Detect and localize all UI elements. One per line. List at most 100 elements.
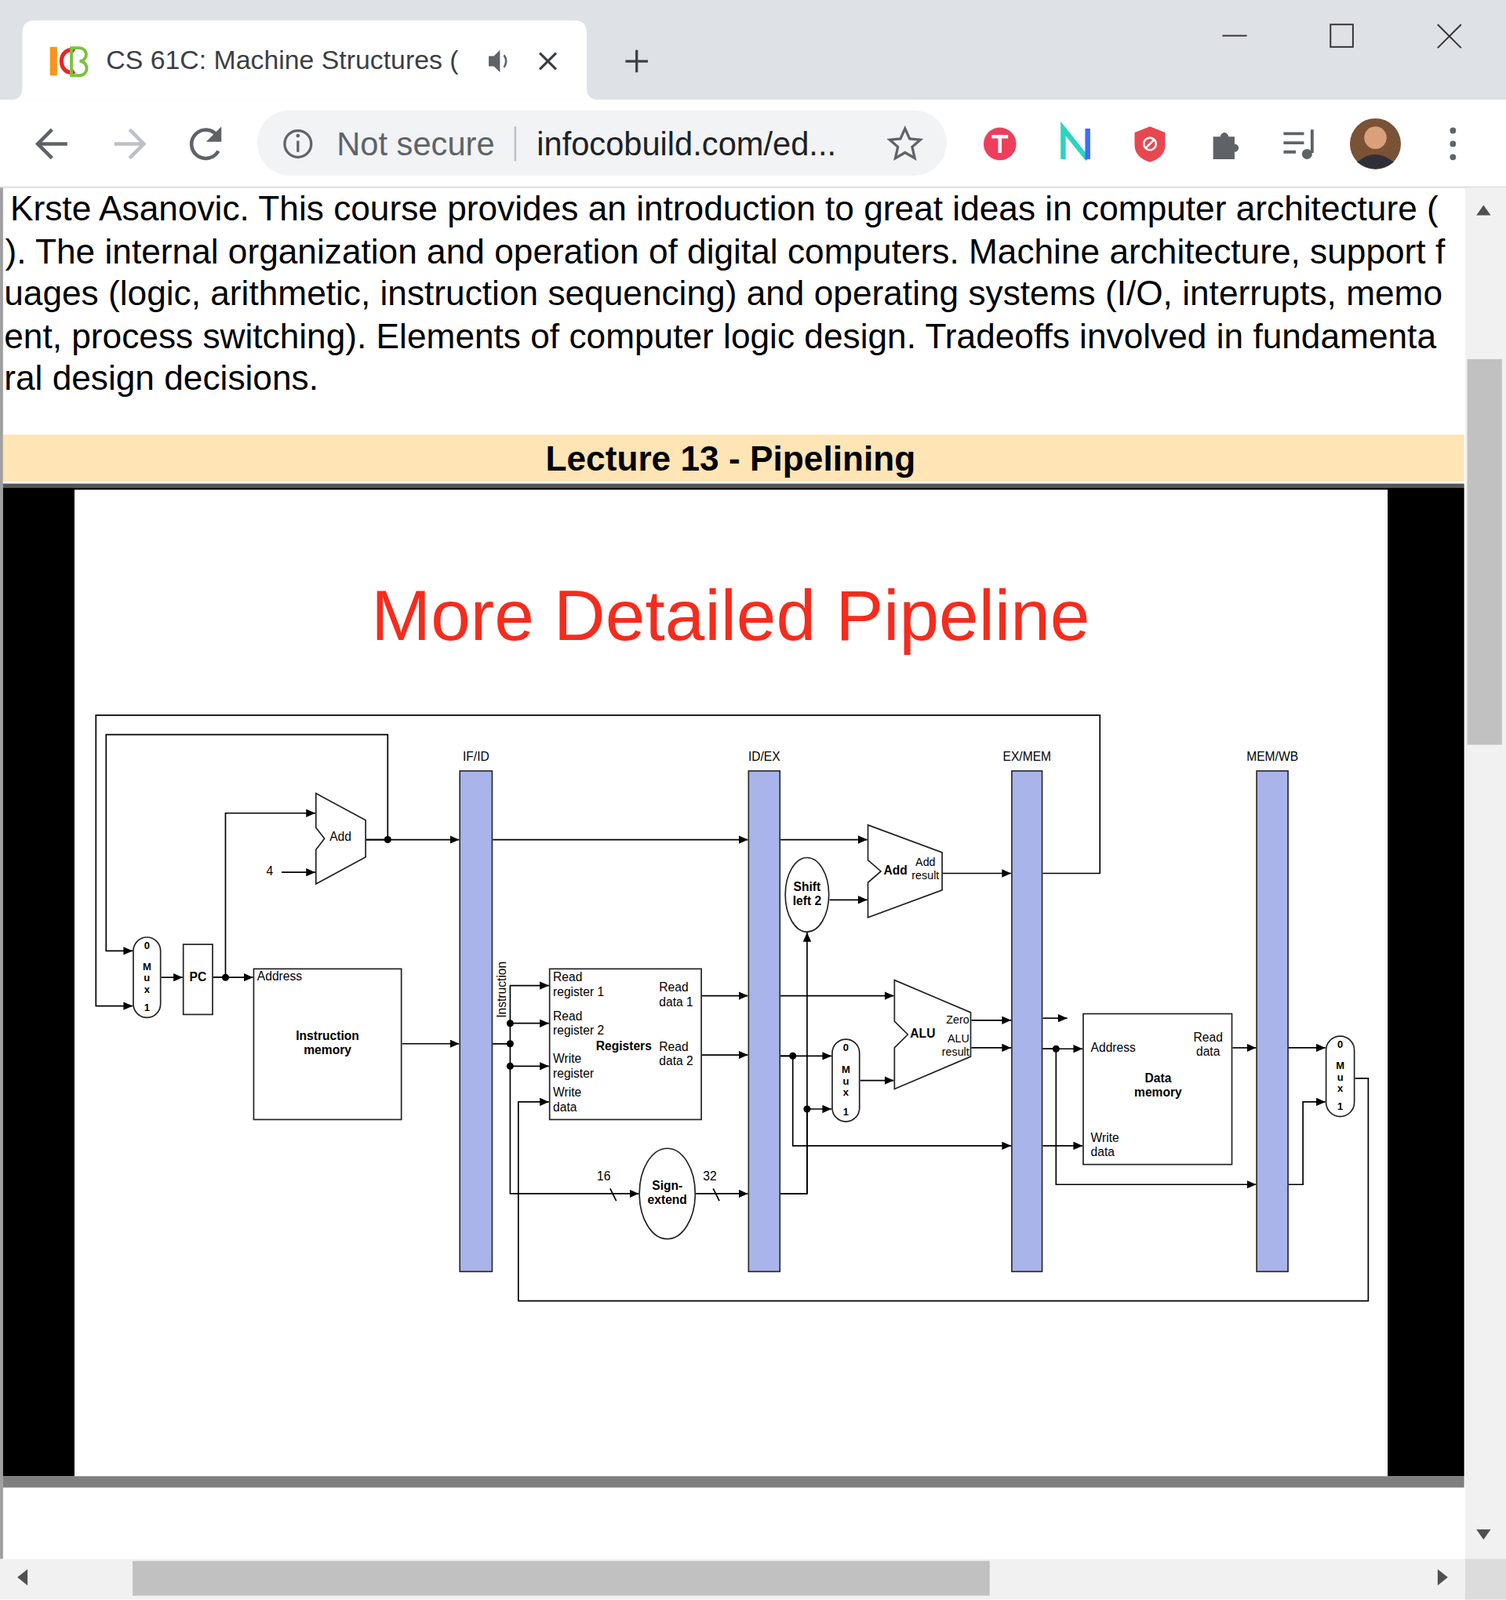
box-text: Read register 1 [552,971,617,1000]
text-slot: More Detailed Pipeline [371,574,1090,657]
bookmark-star [889,128,921,159]
connector [1288,1047,1326,1049]
text-slot: Read data [1188,1031,1227,1060]
extension-icon [1062,128,1088,160]
box-outline [1083,1014,1233,1165]
text-slot: Read data 1 [658,981,698,1010]
text-slot: ent, process switching). Elements of com… [3,316,1437,357]
memory-box: AddressInstruction memory [253,967,403,1121]
text-slot: Instruction [495,961,509,1019]
text-slot: 32 [702,1170,717,1185]
text-slot: ral design decisions. [3,357,319,398]
box-text: ALU [909,1027,941,1042]
register-file: Read register 1Read register 2RegistersW… [549,967,703,1121]
text-slot: ALU [909,1027,941,1042]
text-slot: uages (logic, arithmetic, instruction se… [3,272,1443,313]
connector [1288,1102,1326,1185]
box-text: Read data [1188,1031,1227,1060]
box-text: Address [1091,1041,1153,1056]
box-text: ALU result [938,1032,970,1059]
vertical-scrollbar [1465,187,1506,1559]
lecture-heading: Lecture 13 - Pipelining [545,438,916,479]
text-slot: MEM/WB [1221,750,1324,765]
extension-icon [983,127,1017,161]
connector [780,839,868,841]
text-slot: Zero [938,1013,970,1026]
info-icon [295,134,300,139]
box-text: Zero [938,1013,970,1026]
course-description: ral design decisions. [3,357,319,398]
text-slot: 16 [596,1170,611,1185]
connector [213,813,316,978]
box-text: 0 [1325,1038,1356,1050]
box-text: Write data [1091,1131,1132,1161]
ellipse-outline [639,1148,695,1239]
wire [281,871,316,874]
box-text: M u x [1335,1059,1346,1094]
text-slot: IF/ID [424,750,528,765]
pipeline-register: EX/MEM [1011,770,1043,1273]
text-slot: Shift left 2 [789,880,825,910]
profile-avatar [1349,118,1401,170]
register-bar [1011,771,1043,1272]
shape-outline [747,770,781,1273]
text-slot: ID/EX [712,750,815,765]
bit-width-label: 16 [596,1170,611,1185]
box-text: Data memory [1121,1072,1196,1101]
tab-strip [0,0,1506,100]
box-text: Registers [596,1040,655,1055]
menu-icon [1449,153,1456,161]
tab-title: CS 61C: Machine Structures ( [105,46,459,77]
extension-icon [1084,128,1091,160]
audio-icon [488,50,500,73]
minimize-icon [1222,35,1247,37]
text-slot: Read register 1 [552,971,617,1000]
box-text: Address [257,970,329,985]
pipeline-register: IF/ID [458,770,493,1273]
text-slot: 0 [132,939,161,951]
connector [161,976,183,979]
pc-register: PC [182,943,214,1015]
new-tab-icon [625,50,648,73]
box-text: Add [883,864,911,879]
mux-outline [1326,1036,1355,1117]
profile-avatar [1364,126,1387,150]
connector [702,1054,749,1056]
slide [74,489,1388,1477]
multiplexer: 0M u x1 [1325,1035,1356,1117]
text-slot: Lecture 13 - Pipelining [545,438,916,479]
wire [509,1065,549,1068]
text-slot: PC [182,971,214,986]
text-slot: Add [883,864,911,879]
connector [780,1109,832,1194]
profile-avatar [1356,154,1394,169]
favicon [50,47,58,76]
text-slot: 0 [1325,1038,1356,1050]
sign-extend-unit: Sign-extend [638,1147,696,1240]
extensions-icon [1213,132,1240,160]
box-text: M u x [840,1063,852,1098]
mux-outline [832,1039,860,1122]
text-slot: Write data [1091,1131,1132,1161]
extension-icon [991,136,1008,153]
lecture-band [3,434,1465,482]
course-description: uages (logic, arithmetic, instruction se… [3,272,1443,313]
media-icon [1302,149,1313,160]
text-slot: ). The internal organization and operati… [5,231,1446,272]
info-icon [296,141,299,153]
slide-title: More Detailed Pipeline [371,574,1090,657]
video-controls-bar [3,1476,1465,1488]
register-label: MEM/WB [1221,750,1324,765]
text-slot: Read register 2 [552,1010,617,1039]
text-slot: M u x [141,960,153,995]
box-outline [253,968,401,1120]
omnibox-separator [514,126,517,161]
text-slot: Data memory [1121,1072,1196,1101]
connector [942,873,1012,875]
connector [402,1043,460,1045]
pipeline-register: MEM/WB [1255,770,1289,1273]
box-text: Read register 2 [552,1010,617,1039]
